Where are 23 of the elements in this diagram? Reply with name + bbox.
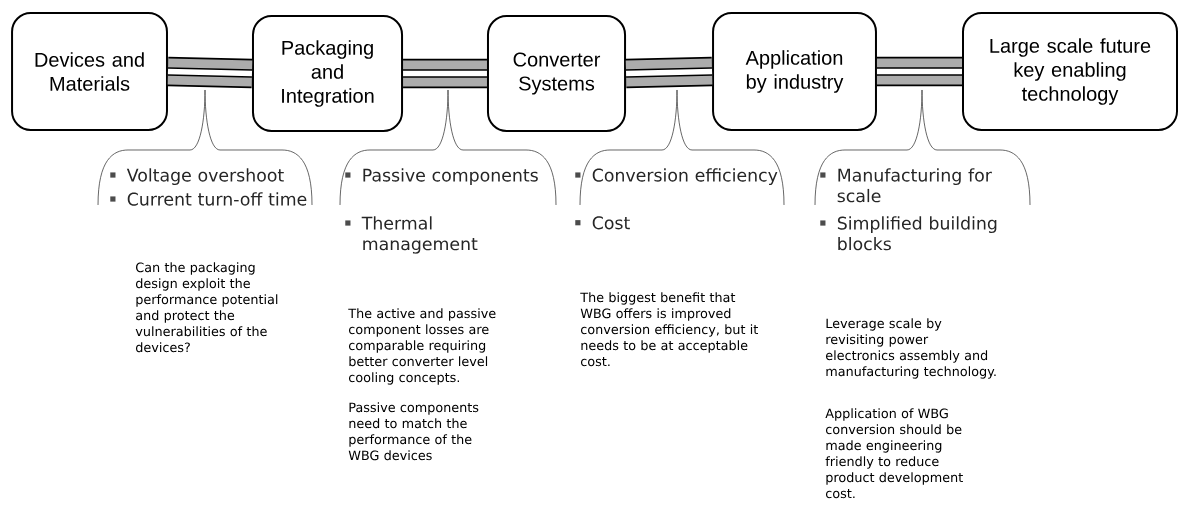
bullet-item: Simplified building blocks: [820, 216, 997, 251]
bullet-item: Voltage overshoot: [110, 168, 284, 186]
bullet-item: Passive components: [345, 168, 538, 186]
bullet-item: Conversion efficiency: [575, 168, 778, 186]
bullet-item: Manufacturing for scale: [820, 168, 992, 203]
stage-box: Converter Systems: [487, 15, 627, 132]
note-text: Leverage scale by revisiting power electronics assembly and manufacturing technology.: [826, 318, 996, 379]
note-text: The active and passive component losses are comparable requiring better converter level cooling concepts.: [348, 308, 496, 385]
stage-box: Application by industry: [712, 11, 877, 132]
note-text: Can the packaging design exploit the performance potential and protect the vulnerabilities of the devices?: [135, 262, 278, 353]
connector-bars: [167, 56, 253, 89]
connector-bars: [403, 58, 487, 89]
stage-box: Packaging and Integration: [252, 15, 404, 132]
note-text: The biggest benefit that WBG offers is improved conversion efficiency, but it needs to be at acceptable cost.: [580, 292, 758, 367]
bullet-item: Current turn-off time: [110, 192, 307, 206]
stage-box: Devices and Materials: [11, 11, 168, 132]
bullet-item: Cost: [575, 216, 630, 230]
bullet-item: Thermal management: [345, 216, 478, 254]
note-text: Passive components need to match the performance of the WBG devices: [348, 402, 479, 461]
connector-bars: [625, 56, 713, 89]
stage-box: Large scale future key enabling technology: [962, 11, 1178, 132]
note-text: Application of WBG conversion should be made engineering friendly to reduce product development cost.: [825, 408, 963, 499]
connector-bars: [876, 56, 962, 87]
